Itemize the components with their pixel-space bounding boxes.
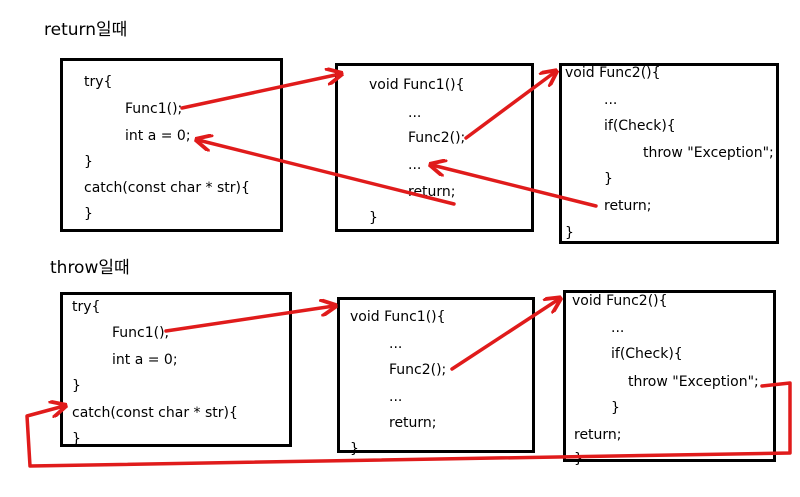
code-line: catch(const char * str){ xyxy=(72,405,238,421)
code-line: ... xyxy=(389,336,403,352)
code-line: void Func2(){ xyxy=(565,65,661,81)
code-line: } xyxy=(565,225,574,241)
code-line: } xyxy=(72,378,81,394)
code-line: int a = 0; xyxy=(125,128,191,144)
code-line: if(Check){ xyxy=(611,346,683,362)
code-line: try{ xyxy=(84,74,113,90)
code-line: throw "Exception"; xyxy=(643,145,774,161)
heading-return-case: return일때 xyxy=(44,20,128,40)
code-line: Func2(); xyxy=(389,362,447,378)
code-line: void Func2(){ xyxy=(572,293,668,309)
code-line: return; xyxy=(604,198,652,214)
code-line: Func2(); xyxy=(408,130,466,146)
code-line: Func1(); xyxy=(112,325,170,341)
code-line: } xyxy=(84,154,93,170)
code-line: } xyxy=(84,206,93,222)
code-line: Func1(); xyxy=(125,101,183,117)
code-line: throw "Exception"; xyxy=(628,374,759,390)
code-line: } xyxy=(574,451,583,467)
throw-try-box xyxy=(60,292,292,447)
code-line: } xyxy=(611,400,620,416)
code-line: } xyxy=(350,441,359,457)
code-line: try{ xyxy=(72,299,101,315)
code-line: ... xyxy=(604,92,618,108)
code-line: void Func1(){ xyxy=(350,309,446,325)
code-line: } xyxy=(72,431,81,447)
heading-throw-case: throw일때 xyxy=(50,258,130,278)
code-line: int a = 0; xyxy=(112,352,178,368)
code-line: ... xyxy=(389,389,403,405)
code-line: } xyxy=(369,210,378,226)
code-line: if(Check){ xyxy=(604,118,676,134)
code-line: ... xyxy=(408,157,422,173)
code-line: catch(const char * str){ xyxy=(84,180,250,196)
return-func2-box xyxy=(559,63,779,244)
code-line: return; xyxy=(574,427,622,443)
code-line: ... xyxy=(408,105,422,121)
code-line: ... xyxy=(611,320,625,336)
code-line: return; xyxy=(408,184,456,200)
code-line: void Func1(){ xyxy=(369,77,465,93)
code-line: return; xyxy=(389,415,437,431)
code-line: } xyxy=(604,171,613,187)
